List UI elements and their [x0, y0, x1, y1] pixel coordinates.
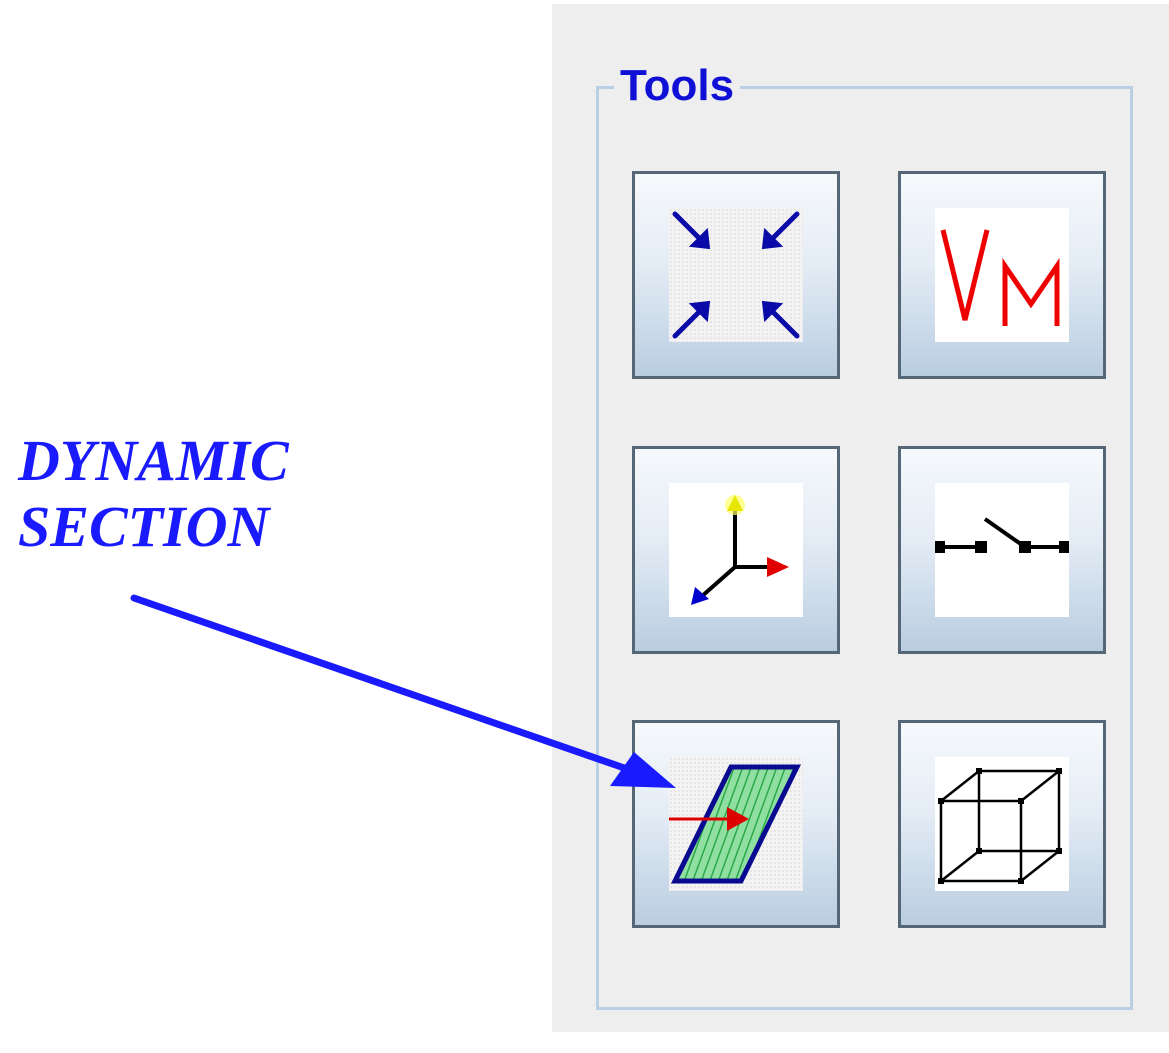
annotation-line-2: SECTION — [18, 494, 270, 559]
dynamic-section-icon — [669, 764, 802, 884]
wireframe-cube-button[interactable] — [898, 720, 1106, 928]
vm-icon-box — [935, 208, 1069, 342]
wireframe-cube-icon-box — [935, 757, 1069, 891]
switch-icon — [935, 517, 1069, 553]
zoom-fit-icon — [672, 211, 800, 339]
zoom-fit-button[interactable] — [632, 171, 840, 379]
dynamic-section-icon-box — [669, 757, 803, 891]
tools-panel: Tools — [552, 4, 1169, 1032]
switch-icon-box — [935, 483, 1069, 617]
vm-icon — [940, 229, 1060, 326]
axes-icon — [691, 495, 789, 605]
wireframe-cube-icon — [938, 768, 1062, 884]
vm-button[interactable] — [898, 171, 1106, 379]
tools-group-border — [596, 86, 1133, 1010]
axes-button[interactable] — [632, 446, 840, 654]
zoom-fit-icon-box — [669, 208, 803, 342]
dynamic-section-button[interactable] — [632, 720, 840, 928]
annotation-line-1: DYNAMIC — [18, 428, 289, 493]
axes-icon-box — [669, 483, 803, 617]
annotation-label: DYNAMIC SECTION — [18, 428, 289, 560]
tools-group-title: Tools — [614, 60, 741, 112]
switch-button[interactable] — [898, 446, 1106, 654]
